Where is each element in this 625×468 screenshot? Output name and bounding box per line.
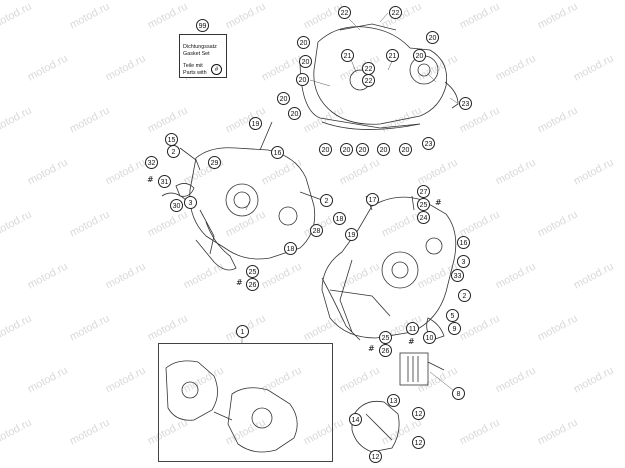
callout-32[interactable]: 32 (145, 156, 158, 169)
callout-3[interactable]: 3 (184, 196, 197, 209)
hash-mark: # (435, 198, 442, 207)
callout-99[interactable]: 99 (196, 19, 209, 32)
callout-10[interactable]: 10 (423, 331, 436, 344)
bearing-strip-part (399, 352, 429, 386)
callout-9[interactable]: 9 (448, 322, 461, 335)
callout-20[interactable]: 20 (277, 92, 290, 105)
engine-assembly-inset (158, 343, 333, 462)
callout-30[interactable]: 30 (170, 199, 183, 212)
callout-12[interactable]: 12 (369, 450, 382, 463)
gasket-line-2: Gasket Set (183, 51, 210, 57)
gasket-line-4: Parts with (183, 70, 207, 76)
callout-11[interactable]: 11 (406, 322, 419, 335)
callout-20[interactable]: 20 (413, 49, 426, 62)
hash-mark: # (147, 175, 154, 184)
callout-20[interactable]: 20 (288, 107, 301, 120)
callout-20[interactable]: 20 (426, 31, 439, 44)
top-cover-part (313, 26, 448, 125)
callout-13[interactable]: 13 (387, 394, 400, 407)
callout-21[interactable]: 21 (341, 49, 354, 62)
small-cover-part (351, 400, 400, 453)
callout-2[interactable]: 2 (320, 194, 333, 207)
callout-26[interactable]: 26 (379, 344, 392, 357)
callout-19[interactable]: 19 (345, 228, 358, 241)
callout-20[interactable]: 20 (296, 73, 309, 86)
gasket-hash-mark: # (211, 64, 222, 75)
inset-engine-part (165, 360, 218, 421)
hash-mark: # (368, 344, 375, 353)
callout-14[interactable]: 14 (349, 413, 362, 426)
callout-19[interactable]: 19 (249, 117, 262, 130)
callout-23[interactable]: 23 (422, 137, 435, 150)
callout-33[interactable]: 33 (451, 269, 464, 282)
callout-18[interactable]: 18 (284, 242, 297, 255)
callout-12[interactable]: 12 (412, 436, 425, 449)
callout-20[interactable]: 20 (340, 143, 353, 156)
callout-2[interactable]: 2 (458, 289, 471, 302)
callout-2[interactable]: 2 (167, 145, 180, 158)
callout-26[interactable]: 26 (246, 278, 259, 291)
callout-12[interactable]: 12 (412, 407, 425, 420)
callout-20[interactable]: 20 (299, 55, 312, 68)
callout-20[interactable]: 20 (377, 143, 390, 156)
callout-23[interactable]: 23 (459, 97, 472, 110)
callout-24[interactable]: 24 (417, 211, 430, 224)
callout-20[interactable]: 20 (319, 143, 332, 156)
callout-28[interactable]: 28 (310, 224, 323, 237)
callout-20[interactable]: 20 (399, 143, 412, 156)
callout-17[interactable]: 17 (366, 193, 379, 206)
gasket-line-3: Teile mit (183, 63, 203, 69)
callout-25[interactable]: 25 (417, 198, 430, 211)
callout-21[interactable]: 21 (386, 49, 399, 62)
callout-5[interactable]: 5 (446, 309, 459, 322)
callout-27[interactable]: 27 (417, 185, 430, 198)
callout-22[interactable]: 22 (338, 6, 351, 19)
gasket-line-1: Dichtungssatz (183, 44, 217, 50)
callout-31[interactable]: 31 (158, 175, 171, 188)
callout-18[interactable]: 18 (333, 212, 346, 225)
callout-25[interactable]: 25 (379, 331, 392, 344)
callout-22[interactable]: 22 (362, 74, 375, 87)
callout-1[interactable]: 1 (236, 325, 249, 338)
hash-mark: # (408, 337, 415, 346)
callout-20[interactable]: 20 (297, 36, 310, 49)
callout-15[interactable]: 15 (165, 133, 178, 146)
callout-8[interactable]: 8 (452, 387, 465, 400)
callout-29[interactable]: 29 (208, 156, 221, 169)
callout-16[interactable]: 16 (457, 236, 470, 249)
hash-mark: # (236, 278, 243, 287)
callout-25[interactable]: 25 (246, 265, 259, 278)
callout-3[interactable]: 3 (457, 255, 470, 268)
callout-22[interactable]: 22 (389, 6, 402, 19)
gasket-set-legend: Dichtungssatz Gasket Set Teile mit Parts… (179, 34, 227, 78)
callout-20[interactable]: 20 (356, 143, 369, 156)
callout-16[interactable]: 16 (271, 146, 284, 159)
